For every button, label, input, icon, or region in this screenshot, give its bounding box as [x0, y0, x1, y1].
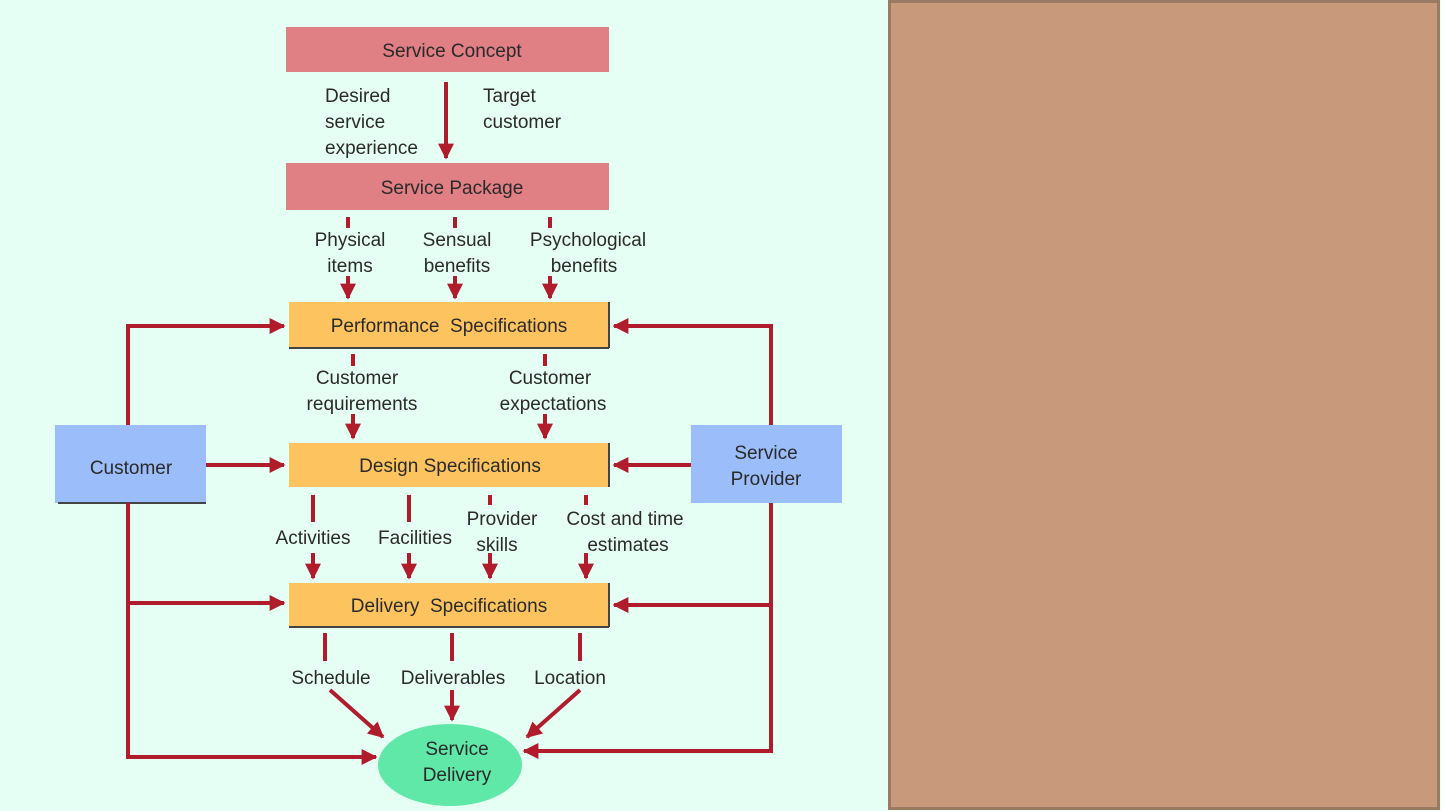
service-delivery-ellipse: Service Delivery [378, 724, 522, 806]
delivery-specifications-box: Delivery Specifications [289, 583, 610, 628]
label-psychological: Psychological [530, 230, 646, 251]
label-customer: customer [483, 112, 562, 133]
label-items: items [327, 256, 372, 277]
label-sensual: Sensual [423, 230, 492, 251]
design-specifications-label: Design Specifications [359, 456, 541, 477]
service-package-label: Service Package [381, 178, 524, 199]
service-provider-label-line1: Service [734, 443, 797, 464]
service-delivery-label-line1: Service [425, 739, 488, 760]
service-design-diagram: Service Concept Service Package Performa… [55, 27, 842, 806]
performance-specifications-label: Performance Specifications [331, 316, 568, 337]
label-sensual-benefits: benefits [424, 256, 491, 277]
label-service: service [325, 112, 385, 133]
label-target: Target [483, 86, 537, 107]
design-specifications-box: Design Specifications [289, 443, 610, 487]
label-facilities: Facilities [378, 528, 452, 549]
delivery-specifications-label: Delivery Specifications [351, 596, 547, 617]
label-cost-and-time: Cost and time [566, 509, 683, 530]
label-provider: Provider [467, 509, 538, 530]
label-desired: Desired [325, 86, 390, 107]
performance-specifications-box: Performance Specifications [289, 302, 610, 349]
label-schedule: Schedule [291, 668, 370, 689]
service-provider-label-line2: Provider [731, 469, 802, 490]
service-package-box: Service Package [286, 163, 609, 210]
design-arrows [305, 495, 594, 580]
performance-arrows [345, 354, 553, 440]
service-delivery-label-line2: Delivery [423, 765, 492, 786]
customer-connectors [126, 318, 378, 765]
label-expectations: expectations [500, 394, 607, 415]
service-concept-label: Service Concept [382, 41, 522, 62]
label-requirements: requirements [307, 394, 418, 415]
service-provider-box: Service Provider [691, 425, 842, 503]
side-panel [888, 0, 1440, 810]
provider-connectors [522, 318, 773, 759]
label-psychological-benefits: benefits [551, 256, 618, 277]
label-location: Location [534, 668, 606, 689]
label-estimates: estimates [587, 535, 668, 556]
label-physical: Physical [315, 230, 386, 251]
label-customer-2: Customer [509, 368, 592, 389]
customer-label: Customer [90, 458, 173, 479]
package-arrows [340, 217, 558, 300]
customer-box: Customer [55, 425, 206, 504]
delivery-arrows [323, 633, 582, 739]
label-customer-1: Customer [316, 368, 399, 389]
label-deliverables: Deliverables [401, 668, 506, 689]
label-activities: Activities [276, 528, 351, 549]
label-experience: experience [325, 138, 418, 159]
service-concept-box: Service Concept [286, 27, 609, 72]
label-skills: skills [476, 535, 517, 556]
